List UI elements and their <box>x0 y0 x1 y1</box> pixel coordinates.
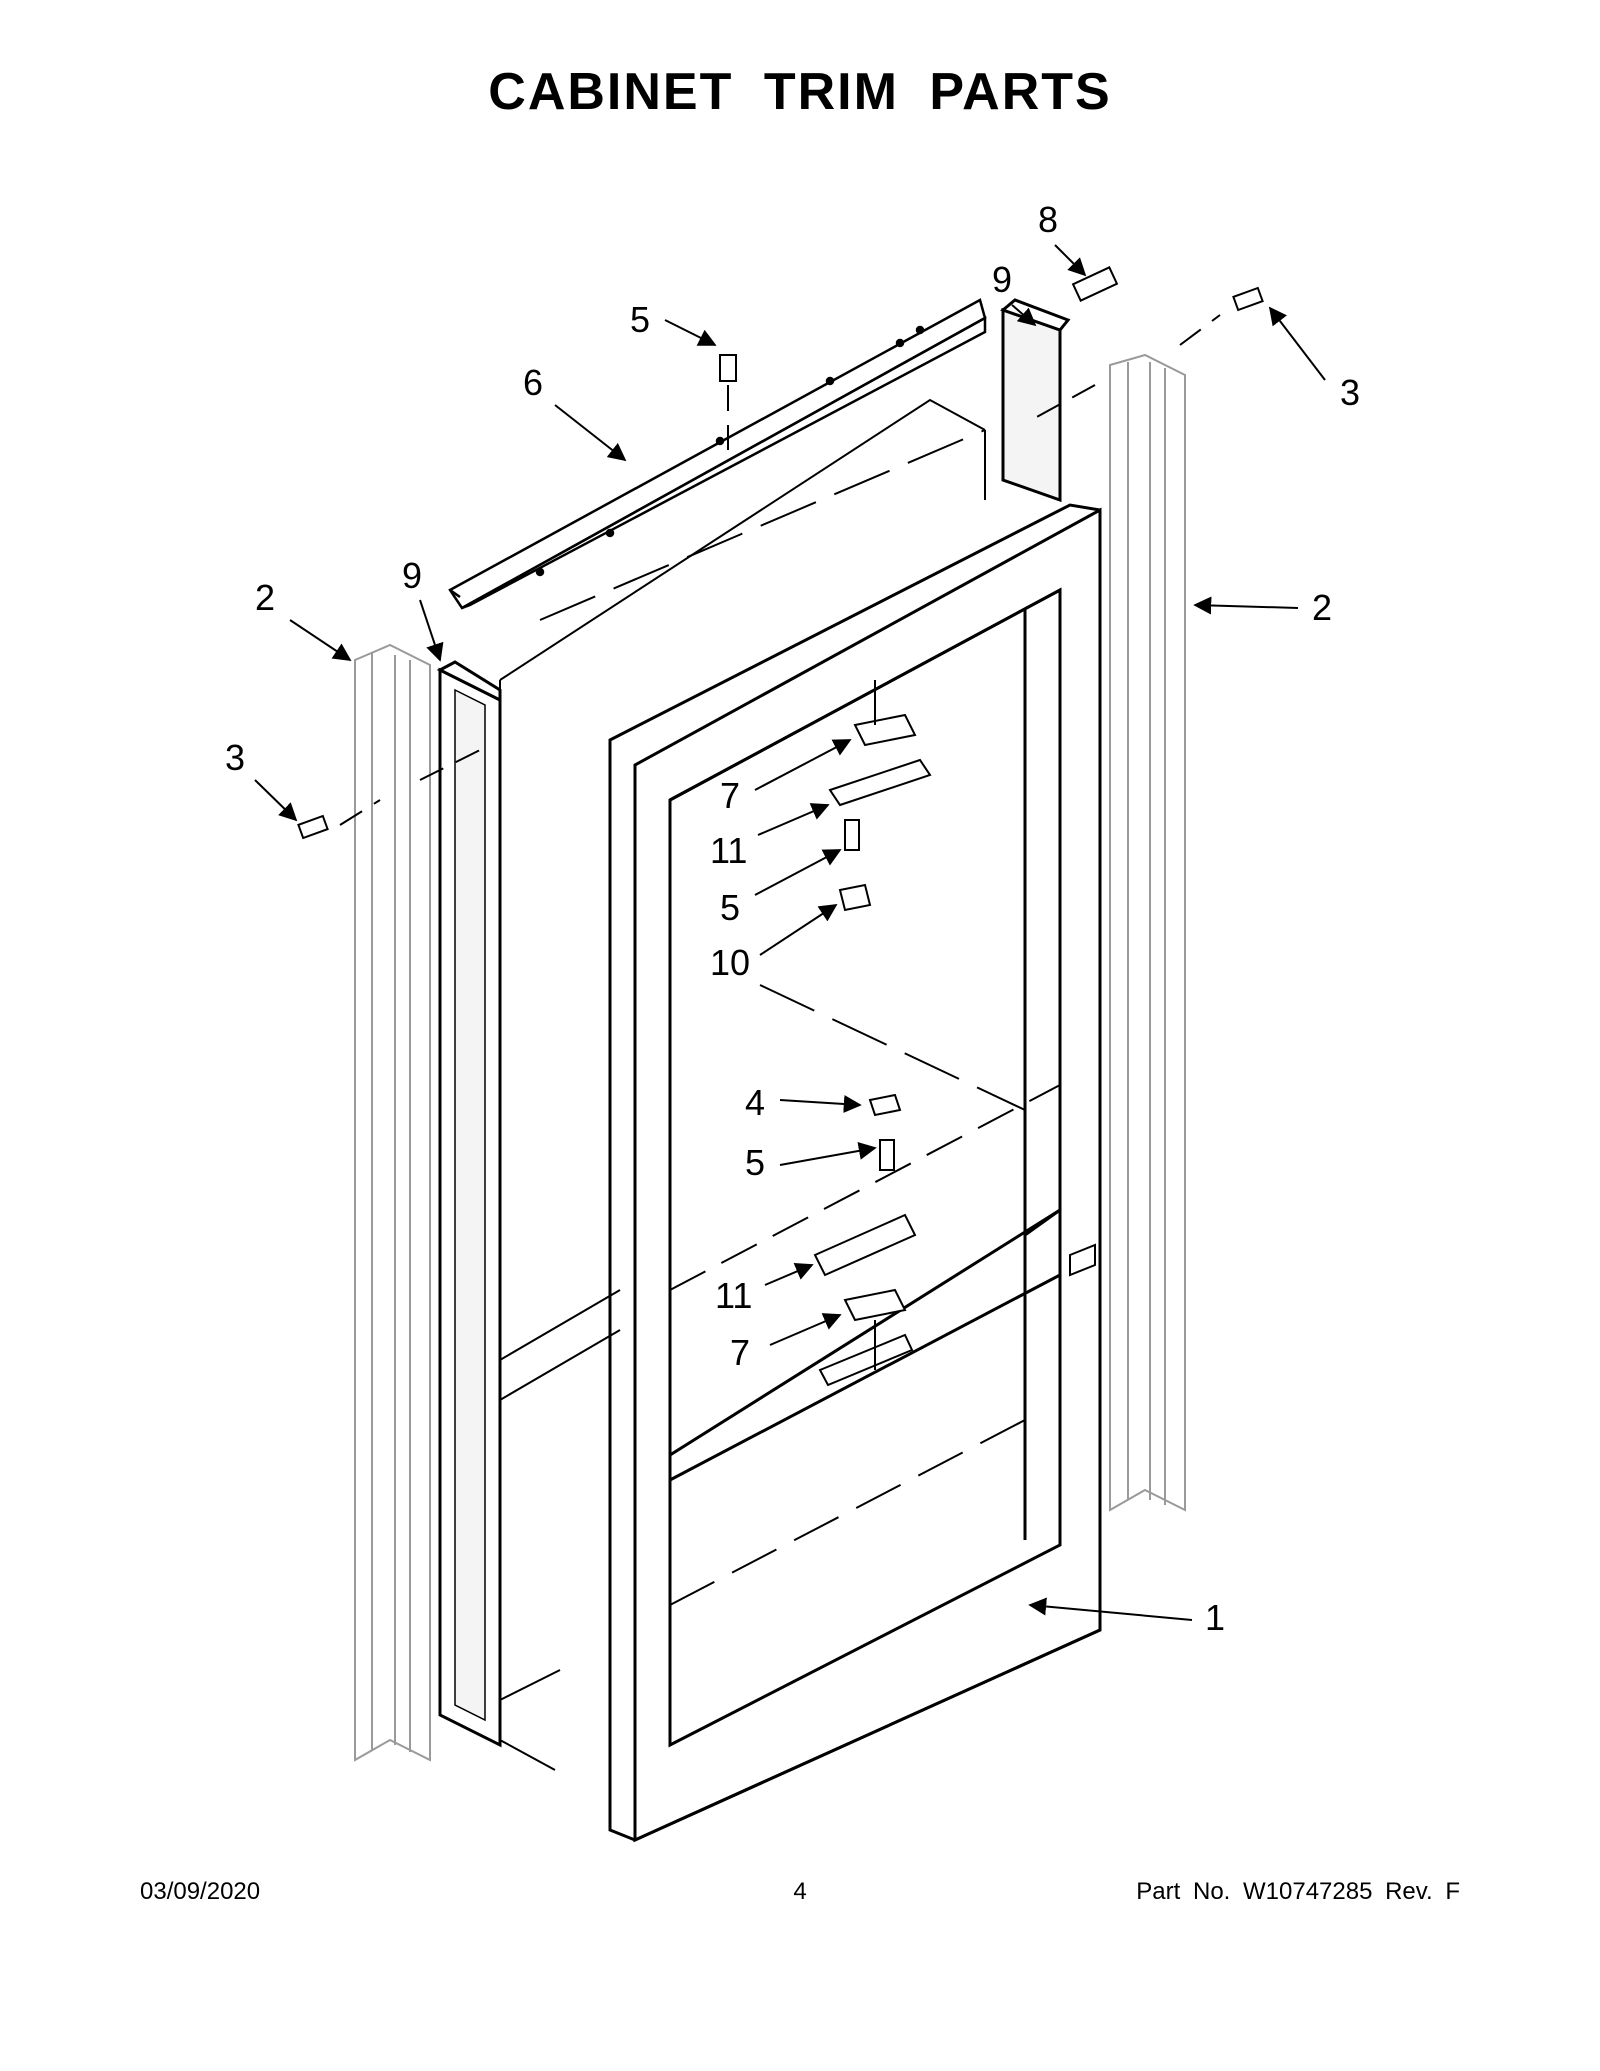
callout-5-lower: 5 <box>745 1142 765 1183</box>
assembly-lines <box>339 314 1221 826</box>
callout-3-left: 3 <box>225 737 245 778</box>
cabinet-box <box>499 398 986 1771</box>
callouts: 8 9 5 3 6 2 9 2 3 7 11 5 10 4 5 11 7 <box>225 199 1360 1638</box>
page-title: CABINET TRIM PARTS <box>488 63 1112 121</box>
right-side-trim <box>1000 298 1071 503</box>
footer-part-number: Part No. W10747285 Rev. F <box>1136 1878 1460 1905</box>
screw-hardware <box>297 266 1264 840</box>
door-frame <box>608 503 1102 1843</box>
callout-11-lower: 11 <box>715 1275 752 1316</box>
right-channel <box>1109 353 1186 1512</box>
callout-2-right: 2 <box>1312 587 1332 628</box>
callout-3-right: 3 <box>1340 372 1360 413</box>
callout-1: 1 <box>1205 1597 1225 1638</box>
top-trim <box>448 298 987 610</box>
hinge-hardware-upper <box>828 680 932 912</box>
callout-5-upper: 5 <box>720 887 740 928</box>
footer-page-number: 4 <box>793 1878 807 1905</box>
callout-8: 8 <box>1038 199 1058 240</box>
hinge-hardware-lower <box>813 1093 917 1387</box>
callout-4: 4 <box>745 1082 765 1123</box>
callout-7-lower: 7 <box>730 1332 750 1373</box>
footer-date: 03/09/2020 <box>140 1878 261 1905</box>
left-channel <box>354 643 431 1762</box>
callout-5-top: 5 <box>630 299 650 340</box>
left-side-trim <box>436 660 502 1748</box>
callout-6: 6 <box>523 362 543 403</box>
callout-2-left: 2 <box>255 577 275 618</box>
callout-10: 10 <box>710 942 750 983</box>
callout-9-left: 9 <box>402 555 422 596</box>
callout-11-upper: 11 <box>710 830 747 871</box>
callout-9-right: 9 <box>992 259 1012 300</box>
callout-7-upper: 7 <box>720 775 740 816</box>
